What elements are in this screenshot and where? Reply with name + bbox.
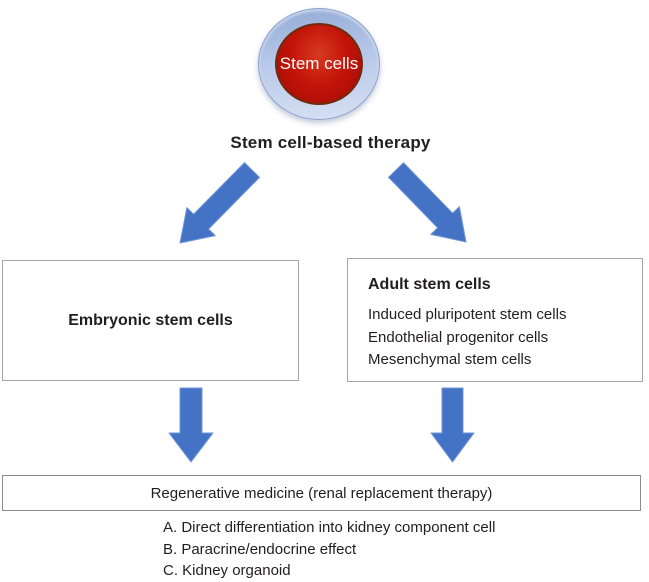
list-item: C. Kidney organoid (163, 562, 291, 579)
diagonal-arrow-left-icon (179, 162, 260, 244)
down-arrow-left-icon (168, 387, 214, 463)
adult-stem-cells-title: Adult stem cells (368, 276, 491, 293)
stem-cells-sphere: Stem cells (275, 23, 363, 105)
list-item: A. Direct differentiation into kidney co… (163, 519, 496, 536)
list-item: Induced pluripotent stem cells (368, 306, 567, 323)
adult-stem-cells-list: Induced pluripotent stem cells Endotheli… (368, 304, 632, 372)
list-item: Mesenchymal stem cells (368, 351, 532, 368)
regenerative-medicine-box: Regenerative medicine (renal replacement… (2, 475, 641, 511)
list-item: Endothelial progenitor cells (368, 328, 549, 346)
embryonic-stem-cells-title: Embryonic stem cells (68, 311, 233, 329)
adult-stem-cells-box: Adult stem cells Induced pluripotent ste… (347, 258, 643, 382)
down-arrow-right-icon (430, 387, 475, 463)
regenerative-medicine-title: Regenerative medicine (renal replacement… (150, 484, 493, 502)
diagram-title: Stem cell-based therapy (230, 133, 431, 152)
stem-cells-sphere-ring: Stem cells (258, 8, 380, 120)
embryonic-stem-cells-box: Embryonic stem cells (2, 260, 299, 381)
list-item: B. Paracrine/endocrine effect (163, 540, 357, 558)
outcomes-list: A. Direct differentiation into kidney co… (163, 517, 495, 582)
diagonal-arrow-right-icon (388, 162, 467, 243)
stem-cells-label: Stem cells (279, 54, 359, 73)
